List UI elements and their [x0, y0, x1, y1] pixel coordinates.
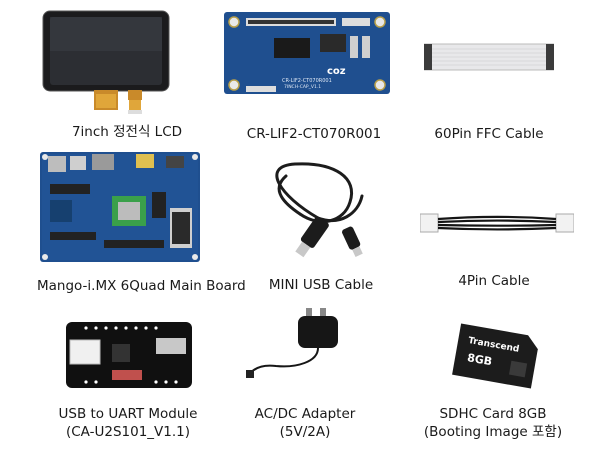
usb-uart-caption-line-1: USB to UART Module — [58, 406, 198, 422]
board-model-text: CR-LIF2-CT070R001 — [282, 78, 332, 84]
ac-dc-adapter-image — [246, 304, 366, 380]
usb-uart-module-image — [66, 316, 196, 392]
sd-card-caption-line-2: (Booting Image 포함) — [423, 424, 563, 440]
lcd-caption: 7inch 정전식 LCD — [71, 124, 183, 140]
mini-usb-cable-caption: MINI USB Cable — [268, 277, 374, 293]
board-rev-text: 7INCH-CAP_V1.1 — [284, 84, 321, 90]
main-board-image — [40, 152, 202, 264]
mini-usb-cable-image — [240, 156, 372, 264]
ffc-cable-caption: 60Pin FFC Cable — [434, 126, 544, 142]
ac-dc-adapter-caption: AC/DC Adapter (5V/2A) — [205, 405, 405, 441]
main-board-caption: Mango-i.MX 6Quad Main Board — [37, 278, 246, 294]
lcd-touch-panel-image — [42, 10, 172, 118]
ffc-cable-image — [424, 40, 554, 74]
sd-card-caption: SDHC Card 8GB (Booting Image 포함) — [393, 405, 593, 441]
4pin-cable-image — [420, 210, 574, 236]
ac-dc-caption-line-2: (5V/2A) — [279, 424, 331, 440]
usb-uart-caption-line-2: (CA-U2S101_V1.1) — [65, 424, 191, 440]
4pin-cable-caption: 4Pin Cable — [458, 273, 530, 289]
lcd-interface-board-image: coz CR-LIF2-CT070R001 7INCH-CAP_V1.1 — [224, 12, 390, 96]
lcd-interface-board-caption: CR-LIF2-CT070R001 — [246, 126, 382, 142]
usb-uart-module-caption: USB to UART Module (CA-U2S101_V1.1) — [28, 405, 228, 441]
ac-dc-caption-line-1: AC/DC Adapter — [254, 406, 356, 422]
sd-card-capacity: 8GB — [466, 351, 493, 368]
sd-card-image: Transcend 8GB — [446, 320, 546, 392]
board-logo: coz — [327, 66, 346, 77]
sd-card-caption-line-1: SDHC Card 8GB — [439, 406, 547, 422]
